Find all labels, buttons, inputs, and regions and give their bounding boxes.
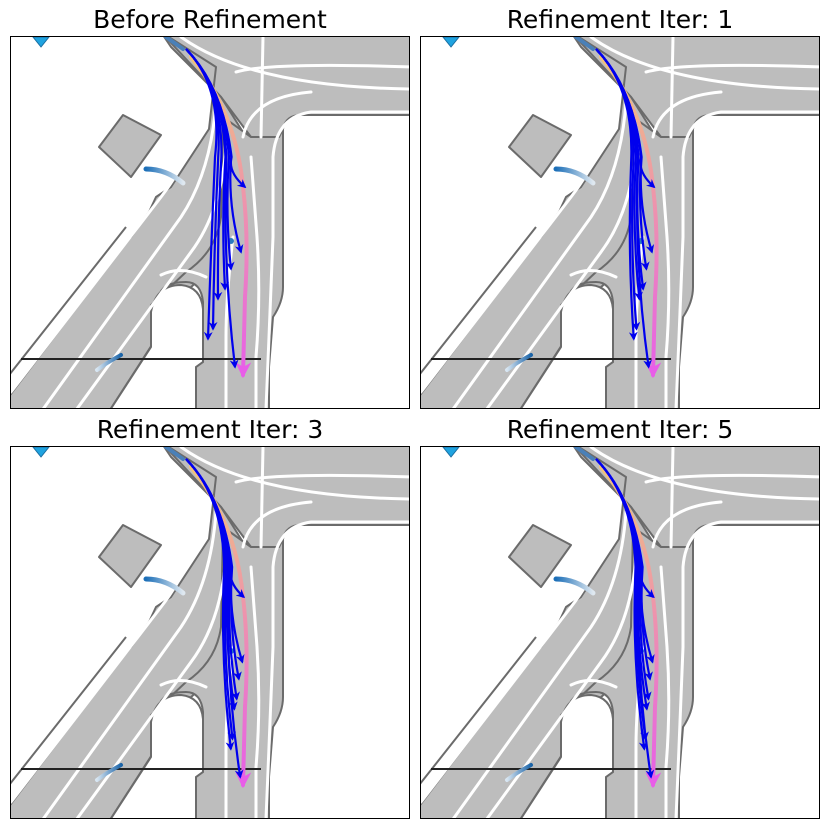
road-side-stub <box>508 114 572 178</box>
lane-line <box>264 520 409 818</box>
scene-panel-iter-1 <box>420 36 820 409</box>
lane-line <box>259 37 265 139</box>
agent-track <box>95 763 123 782</box>
scene-panel-iter-3 <box>10 446 410 819</box>
road-network <box>421 37 819 408</box>
agent-track <box>505 763 533 782</box>
lane-line <box>644 473 819 484</box>
lane-line <box>452 100 628 408</box>
predicted-trajectory <box>595 458 655 779</box>
scene-panel-before-refinement <box>10 36 410 409</box>
panel-title-iter-5: Refinement Iter: 5 <box>506 415 734 444</box>
road-network <box>421 447 819 818</box>
agent-track <box>574 37 595 51</box>
agent-track <box>143 576 186 596</box>
lane-line <box>644 63 819 74</box>
lane-line <box>569 269 618 279</box>
panel-title-iter-3: Refinement Iter: 3 <box>96 415 324 444</box>
road-side-stub <box>98 114 162 178</box>
agent-track <box>574 447 595 461</box>
lane-lines <box>421 37 819 408</box>
predicted-trajectories <box>595 458 655 779</box>
predicted-trajectory <box>185 458 244 779</box>
agent-track <box>164 447 185 461</box>
agent-marker <box>32 37 50 48</box>
panel-title-before-refinement: Before Refinement <box>93 5 327 34</box>
lane-line <box>421 95 613 394</box>
predicted-trajectory <box>185 48 239 369</box>
agent-track <box>553 166 596 186</box>
lane-line <box>11 505 203 804</box>
lane-line <box>42 100 218 408</box>
predicted-trajectory <box>595 48 652 369</box>
predicted-trajectories <box>185 48 247 369</box>
lane-lines <box>11 447 409 818</box>
lane-line <box>259 447 265 549</box>
road-network <box>11 447 409 818</box>
predicted-trajectories <box>595 48 656 369</box>
lane-line <box>234 63 409 74</box>
lane-line <box>589 447 819 501</box>
road-side-stub <box>98 524 162 588</box>
road-scene <box>11 37 409 408</box>
agent-track <box>143 166 186 186</box>
road-scene <box>11 447 409 818</box>
lane-line <box>669 447 675 549</box>
road-vertical <box>560 526 694 818</box>
lane-line <box>11 95 203 394</box>
lane-line <box>159 269 208 279</box>
road-scene <box>421 37 819 408</box>
agent-marker <box>32 447 50 458</box>
panel-title-iter-1: Refinement Iter: 1 <box>506 5 734 34</box>
road-vertical <box>150 526 284 818</box>
agent-track <box>505 353 533 372</box>
road-scene <box>421 447 819 818</box>
lane-line <box>421 505 613 804</box>
lane-line <box>651 500 723 549</box>
lane-line <box>241 90 313 139</box>
lane-line <box>179 37 409 91</box>
predicted-trajectories <box>185 458 246 779</box>
agent-marker <box>442 447 460 458</box>
lane-line <box>659 155 671 408</box>
agent-track <box>95 353 123 372</box>
scene-panel-iter-5 <box>420 446 820 819</box>
lane-line <box>159 679 208 689</box>
road-vertical <box>560 116 694 408</box>
lane-line <box>569 679 618 689</box>
agent-marker <box>442 37 460 48</box>
lane-line <box>234 473 409 484</box>
lane-line <box>452 510 628 818</box>
road-side-stub <box>508 524 572 588</box>
lane-line <box>674 520 819 818</box>
lane-line <box>249 155 261 408</box>
lane-line <box>659 565 671 818</box>
lane-line <box>589 37 819 91</box>
lane-line <box>651 90 723 139</box>
lane-line <box>264 110 409 408</box>
lane-line <box>241 500 313 549</box>
lane-line <box>179 447 409 501</box>
agent-track <box>553 576 596 596</box>
lane-line <box>249 565 261 818</box>
lane-line <box>42 510 218 818</box>
lane-line <box>669 37 675 139</box>
lane-line <box>674 110 819 408</box>
agent-track <box>164 37 185 51</box>
